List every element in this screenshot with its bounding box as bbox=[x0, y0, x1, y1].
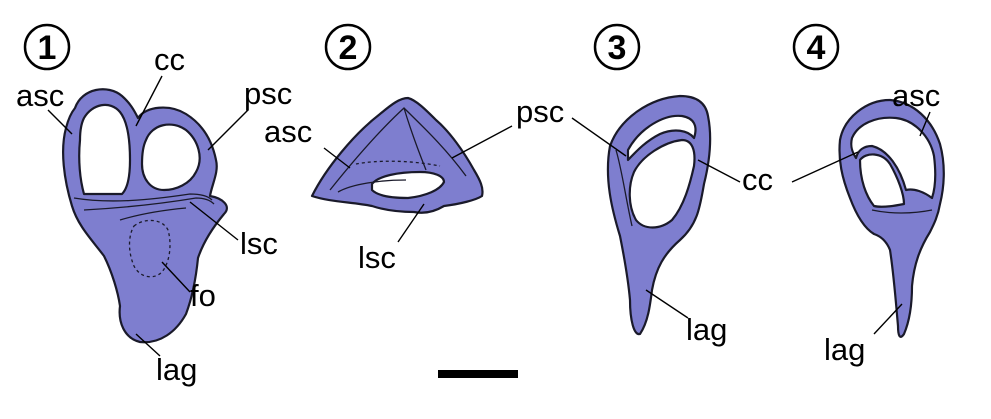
specimen-4-inner-window bbox=[858, 153, 906, 208]
specimen-1-psc-window bbox=[140, 123, 201, 192]
label-1-asc: asc bbox=[16, 78, 64, 113]
label-1-fo: fo bbox=[190, 278, 216, 313]
panel-1: 1 asc cc psc lsc fo lag bbox=[16, 23, 292, 387]
specimen-3-cc-window bbox=[628, 138, 696, 229]
label-2-asc: asc bbox=[264, 114, 312, 149]
panel-1-number: 1 bbox=[38, 29, 57, 67]
label-1-psc: psc bbox=[244, 76, 292, 111]
panel-2: 2 asc psc lsc bbox=[264, 23, 564, 275]
panel-3: 3 cc lag bbox=[571, 23, 773, 347]
panel-2-number: 2 bbox=[339, 29, 358, 67]
scale-bar bbox=[438, 370, 518, 378]
specimen-3-psc-window bbox=[626, 114, 697, 162]
panel-3-number: 3 bbox=[608, 29, 627, 67]
label-1-lsc: lsc bbox=[240, 226, 278, 261]
label-3-cc: cc bbox=[742, 162, 773, 197]
label-1-lag: lag bbox=[156, 352, 197, 387]
specimen-2-lsc-window bbox=[370, 170, 446, 200]
specimen-4-window bbox=[850, 116, 937, 200]
panel-4: 4 asc lag bbox=[791, 23, 945, 367]
label-2-psc: psc bbox=[516, 94, 564, 129]
panel-4-number: 4 bbox=[807, 29, 826, 67]
specimen-1-asc-window bbox=[78, 103, 132, 196]
label-2-lsc: lsc bbox=[358, 240, 396, 275]
label-3-lag: lag bbox=[686, 312, 727, 347]
label-4-asc: asc bbox=[892, 78, 940, 113]
specimen-1-fenestra-ovalis bbox=[128, 219, 171, 278]
label-4-lag: lag bbox=[824, 332, 865, 367]
label-1-cc: cc bbox=[154, 42, 185, 77]
